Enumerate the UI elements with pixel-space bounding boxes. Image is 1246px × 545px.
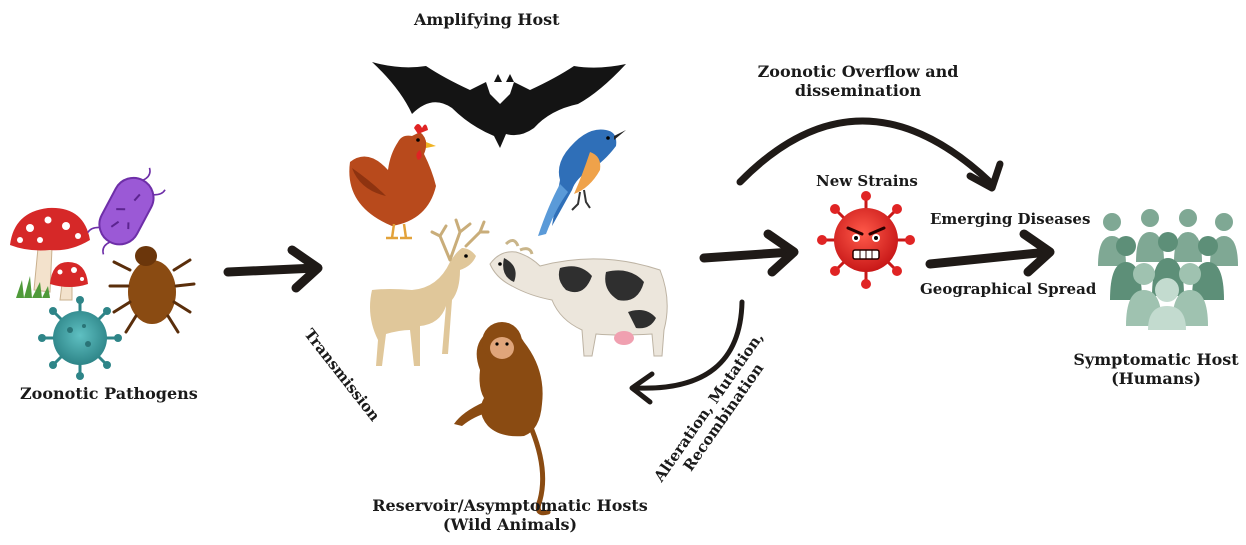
arrow-hosts-to-new-strains [704, 234, 794, 272]
symptomatic-host-line1: Symptomatic Host [1066, 350, 1246, 369]
monkey-icon [454, 322, 548, 513]
zoonotic-overflow-label: Zoonotic Overflow and dissemination [748, 62, 968, 100]
geographical-spread-label: Geographical Spread [920, 280, 1096, 298]
angry-virus-icon [817, 191, 915, 289]
arrow-new-strains-to-humans [930, 234, 1050, 272]
tick-icon [110, 246, 194, 332]
emerging-diseases-label: Emerging Diseases [930, 210, 1090, 228]
reservoir-hosts-label: Reservoir/Asymptomatic Hosts (Wild Anima… [360, 496, 660, 534]
deer-icon [370, 220, 488, 366]
human-crowd-icon [1098, 209, 1238, 330]
reservoir-line1: Reservoir/Asymptomatic Hosts [360, 496, 660, 515]
zoonotic-overflow-line2: dissemination [748, 81, 968, 100]
bird-icon [538, 129, 626, 236]
mushroom-icon [10, 208, 90, 300]
symptomatic-host-line2: (Humans) [1066, 369, 1246, 388]
zoonotic-overflow-line1: Zoonotic Overflow and [748, 62, 968, 81]
reservoir-line2: (Wild Animals) [360, 515, 660, 534]
new-strains-label: New Strains [816, 172, 918, 190]
amplifying-host-label: Amplifying Host [414, 10, 560, 29]
hen-icon [349, 124, 436, 238]
bacterium-icon [82, 157, 170, 266]
arrow-pathogens-to-hosts [228, 250, 318, 288]
virus-icon [38, 296, 122, 380]
zoonotic-pathogens-label: Zoonotic Pathogens [20, 384, 198, 403]
symptomatic-host-label: Symptomatic Host (Humans) [1066, 350, 1246, 388]
